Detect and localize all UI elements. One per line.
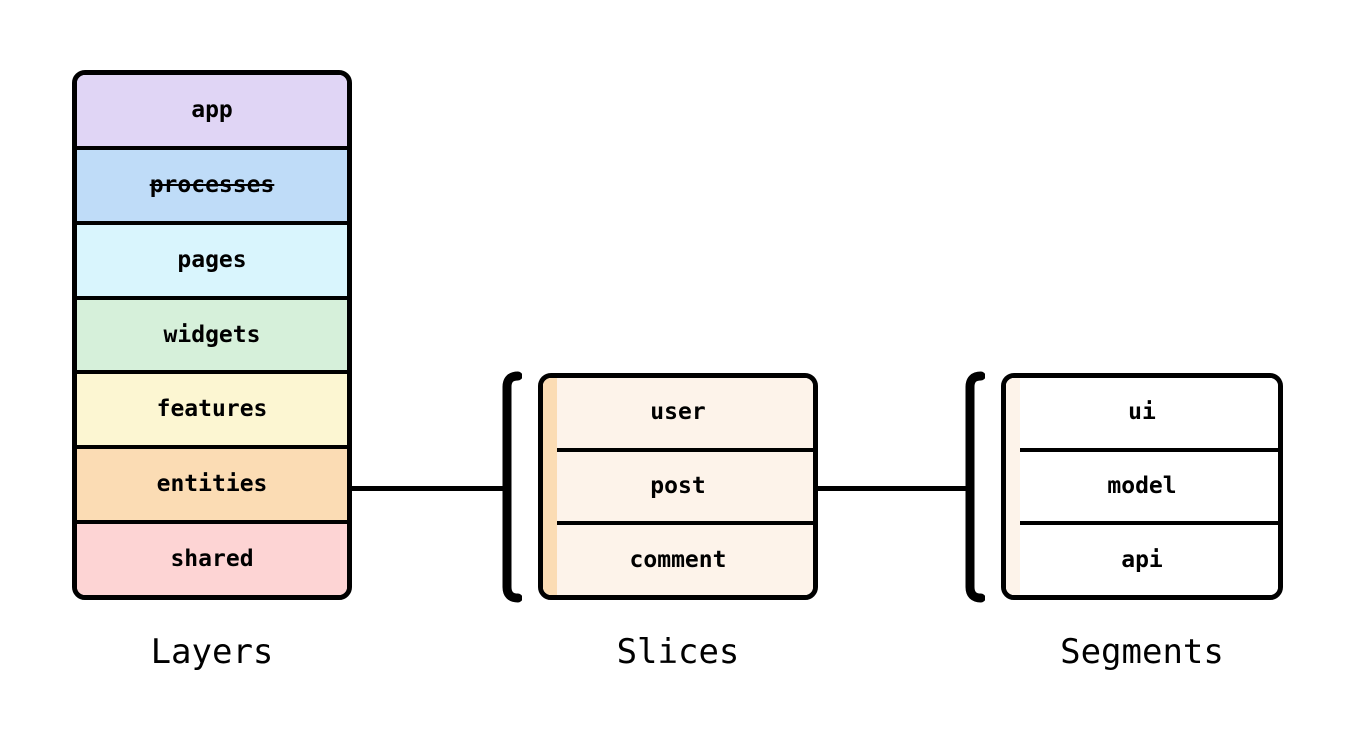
square-bracket-left-icon [502,371,522,603]
slice-label-comment: comment [629,546,727,573]
layer-label-features: features [156,396,268,423]
slice-label-post: post [650,473,706,499]
slice-label-user: user [650,399,706,426]
slice-row-user[interactable]: user [543,378,813,452]
layer-label-shared: shared [170,546,254,573]
layer-label-app: app [191,96,233,123]
segment-strip-api [1006,523,1020,595]
layer-label-processes: processes [149,171,275,198]
layer-band-entities[interactable]: entities [77,449,347,525]
segment-row-api[interactable]: api [1006,523,1278,595]
layer-band-pages[interactable]: pages [77,224,347,300]
segment-row-ui[interactable]: ui [1006,378,1278,452]
layer-band-features[interactable]: features [77,374,347,450]
segments-stack: ui model api [1001,373,1283,600]
slice-strip-user [543,378,557,450]
segment-strip-ui [1006,378,1020,450]
segment-label-ui: ui [1128,399,1156,426]
square-bracket-left-icon [965,371,985,603]
connector-slices-to-segments [818,486,968,491]
segment-strip-model [1006,449,1020,524]
layer-label-pages: pages [177,246,247,273]
slice-row-comment[interactable]: comment [543,523,813,595]
caption-layers: Layers [150,632,274,672]
connector-layers-to-slices [352,486,505,491]
caption-slices: Slices [616,632,740,672]
layers-column: app processes pages widgets features ent… [72,70,352,600]
segment-row-model[interactable]: model [1006,449,1278,526]
layer-band-app[interactable]: app [77,75,347,150]
slice-strip-post [543,449,557,524]
slices-stack: user post comment [538,373,818,600]
segments-column: ui model api [1001,373,1283,600]
layer-band-shared[interactable]: shared [77,524,347,595]
layer-band-processes[interactable]: processes [77,149,347,225]
layer-label-widgets: widgets [163,321,261,348]
segment-label-model: model [1107,473,1177,499]
layer-label-entities: entities [156,471,268,498]
segment-label-api: api [1121,546,1163,573]
slice-row-post[interactable]: post [543,449,813,526]
slice-strip-comment [543,523,557,595]
slices-column: user post comment [538,373,818,600]
layers-stack: app processes pages widgets features ent… [72,70,352,600]
caption-segments: Segments [1060,632,1224,672]
layer-band-widgets[interactable]: widgets [77,299,347,375]
